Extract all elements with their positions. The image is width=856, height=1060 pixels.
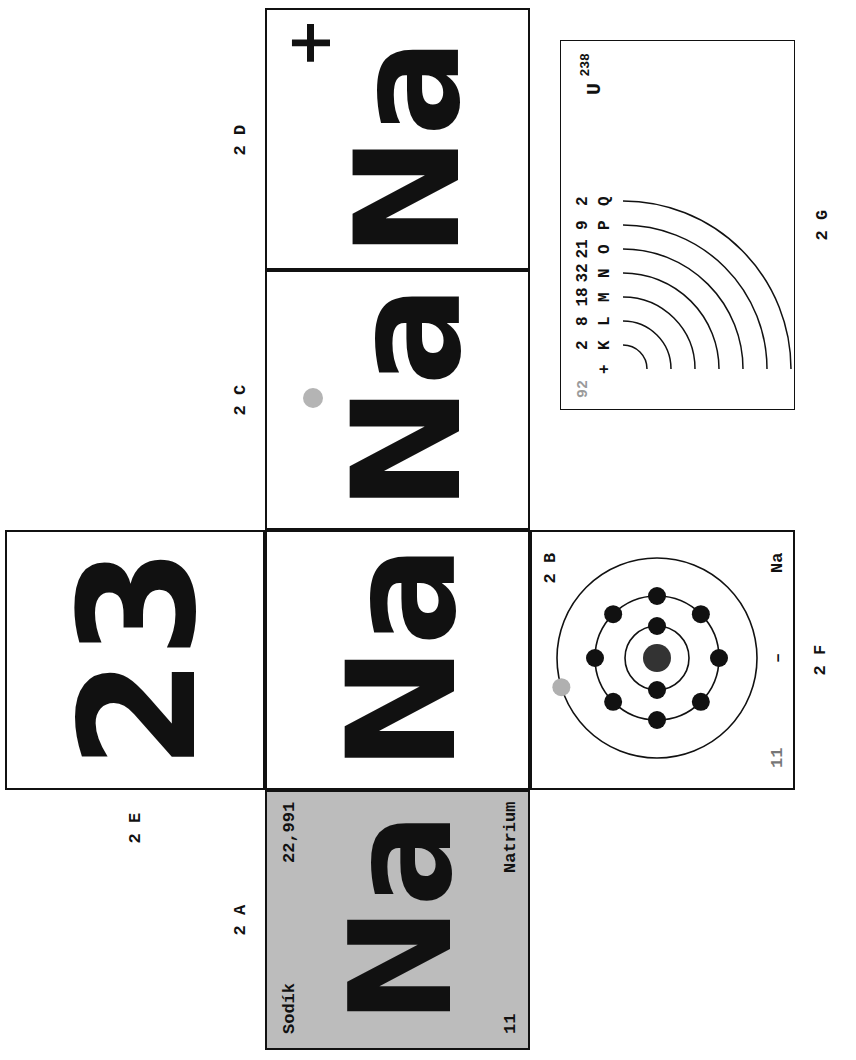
ion-card: Na+	[265, 8, 530, 270]
shell-arc	[623, 297, 695, 369]
element-symbol: Na	[332, 285, 482, 512]
symbol-card: Na	[265, 530, 530, 790]
figure-label: 2 E	[127, 813, 144, 844]
atom-model	[532, 528, 797, 788]
electron	[692, 693, 710, 711]
card-text: O	[597, 244, 613, 254]
electron	[303, 388, 323, 408]
figure-label: 2 D	[232, 125, 249, 156]
nucleus	[643, 644, 671, 672]
card-text: 18	[575, 287, 591, 306]
shell-arc	[623, 273, 719, 369]
figure-label: 2 A	[232, 905, 249, 936]
card-text: 22,991	[281, 802, 298, 863]
card-text: Q	[597, 196, 613, 206]
card-text: 21	[575, 239, 591, 258]
shell-card: U238922818322192+KLMNOPQ	[560, 40, 795, 410]
card-text: 11	[769, 748, 786, 768]
figure-label: 2 C	[232, 385, 249, 416]
card-text: 238	[579, 53, 592, 76]
card-text: Natrium	[502, 802, 519, 873]
element-symbol: Na	[327, 545, 477, 772]
electron	[586, 649, 604, 667]
electron-shell	[625, 626, 689, 690]
card-text: +	[597, 364, 613, 374]
figure-label: 2 F	[812, 645, 829, 676]
electron	[648, 617, 666, 635]
card-text: P	[597, 220, 613, 230]
shell-arc	[623, 345, 647, 369]
shell-arc	[623, 225, 767, 369]
electron-shell	[557, 558, 757, 758]
card-text: Na	[769, 553, 786, 573]
element-symbol: Na	[335, 38, 480, 257]
card-text: 8	[575, 316, 591, 326]
card-text: –	[769, 653, 786, 663]
electron	[604, 693, 622, 711]
figure-label: 2 G	[814, 210, 831, 241]
card-text: K	[597, 340, 613, 350]
electron	[552, 678, 570, 696]
card-text: 11	[502, 1014, 519, 1034]
card-text: Sodík	[281, 983, 298, 1034]
card-text: M	[597, 292, 613, 302]
card-text: 92	[576, 380, 591, 398]
mass-number-card: 23	[5, 530, 265, 790]
electron	[604, 605, 622, 623]
electron	[692, 605, 710, 623]
electron	[648, 587, 666, 605]
electron-shell	[595, 596, 719, 720]
card-text: U	[585, 83, 605, 95]
electron	[710, 649, 728, 667]
card-text: 2	[575, 340, 591, 350]
element-symbol: 23	[59, 547, 219, 770]
symbol-card: Na	[265, 270, 530, 530]
shell-arc	[623, 201, 791, 369]
element-symbol: +	[279, 18, 339, 68]
shell-arc	[623, 321, 671, 369]
atom-card: 11 – Na	[530, 530, 795, 790]
element-card: Sodík 22,991 Na 11 Natrium	[265, 790, 530, 1050]
card-text: 9	[575, 220, 591, 230]
electron	[648, 681, 666, 699]
card-text: 2	[575, 196, 591, 206]
card-text: L	[597, 316, 613, 326]
figure-label: 2 B	[542, 553, 559, 584]
element-symbol: Na	[332, 812, 472, 1024]
card-text: 32	[575, 263, 591, 282]
electron	[648, 711, 666, 729]
card-text: N	[597, 268, 613, 278]
